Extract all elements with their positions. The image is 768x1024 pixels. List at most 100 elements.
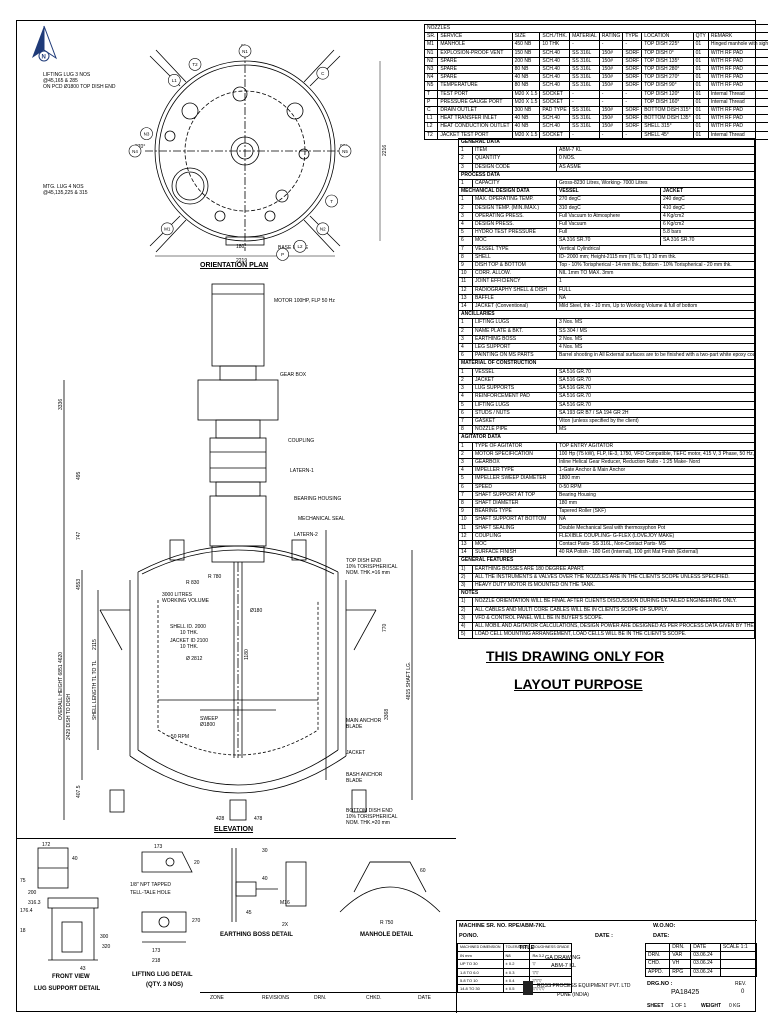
approval-blank (719, 959, 758, 969)
spec-no: 1 (458, 146, 473, 156)
svg-text:N: N (42, 55, 46, 61)
spec-value: 0-50 RPM (555, 482, 756, 492)
spec-section-title: AGITATOR DATA (457, 433, 756, 443)
spec-item: NAME PLATE & BKT. (472, 326, 557, 336)
approval-cell: RPG (669, 967, 692, 977)
spec-value: Mild Steel, thk - 10 mm, Up to Working V… (555, 302, 756, 312)
nozzle-cell: 150 NB (511, 48, 541, 58)
nozzle-cell: - (622, 97, 643, 108)
tolerance-cell: N8 (502, 951, 531, 961)
nozzle-cell: PAD TYPE (539, 106, 571, 116)
elevation-drawing: MOTOR 100HP, FLP 50 Hz GEAR BOX COUPLING… (58, 283, 413, 826)
spec-no: 1) (458, 564, 473, 574)
layout-notice-line2: LAYOUT PURPOSE (514, 676, 643, 692)
spec-no: 2 (458, 326, 473, 336)
spec-row: 2)ALL THE INSTRUMENTS & VALVES OVER THE … (458, 572, 756, 582)
nozzle-tag: N1 (242, 49, 248, 54)
spec-no: 1 (458, 367, 473, 377)
nozzle-cell: 150# (598, 65, 624, 75)
spec-item: VESSEL TYPE (472, 244, 557, 254)
spec-value-jacket: 410 degC (659, 203, 756, 213)
spec-item: QUANTITY (472, 154, 557, 164)
nozzle-tag: N2 (320, 227, 326, 232)
spec-no: 4 (458, 220, 473, 230)
spec-item: JACKET (472, 375, 557, 386)
nozzle-cell: WITH RF PAD (707, 81, 768, 91)
detail-frame (16, 838, 456, 839)
dim-747: 747 (76, 531, 82, 540)
spec-item: BEARING TYPE (472, 507, 557, 517)
detail-dimension: 300 (100, 934, 109, 940)
nozzle-cell: SORF (622, 73, 643, 83)
approval-head-cell: SCALE 1:1 (719, 942, 758, 953)
spec-no: 6 (458, 236, 473, 246)
nozzle-cell: TOP DISH 90° (641, 81, 694, 91)
spec-note: ALL THE INSTRUMENTS & VALVES OVER THE NO… (471, 572, 756, 582)
nozzle-cell: WITH RF PAD (707, 48, 768, 58)
shell-thk-label: 10 THK. (180, 630, 198, 636)
bash-anchor-label: BASH ANCHOR (346, 772, 383, 778)
nozzle-cell: SS 316L (569, 114, 600, 124)
shell-id-label: SHELL ID. 2000 (170, 624, 206, 630)
company-logo-icon (523, 981, 533, 995)
nozzle-cell: 150# (598, 56, 624, 67)
spec-section-title: ANCILLARIES (457, 310, 756, 320)
nozzle-cell: - (622, 89, 643, 99)
nozzle-cell: 40 NB (511, 122, 541, 132)
nozzle-cell: 01 (692, 122, 709, 132)
spec-section-title: GENERAL DATA (457, 137, 756, 148)
revision-col-label: DRN. (314, 995, 327, 1001)
main-anchor-blade: BLADE (346, 724, 363, 730)
spec-value: SS 304 / MS (555, 326, 756, 336)
angle-270: 270° (135, 144, 145, 150)
nozzle-tag-circle (338, 144, 352, 158)
spec-no: 6 (458, 408, 473, 418)
spec-item: GEARBOX (472, 457, 557, 468)
spec-note: VFD & CONTROL PANEL WILL BE IN BUYER'S S… (471, 613, 756, 623)
title-label: TITLE (519, 945, 535, 951)
nozzle-cell: SOCKET (539, 89, 571, 99)
nozzle-tag-circle (276, 248, 289, 261)
spec-section-row: GENERAL DATA (457, 137, 756, 148)
spec-value: Tapered Roller (SKF) (555, 507, 756, 517)
spec-no: 4) (458, 621, 473, 632)
spec-value-jacket: 6 Kg/cm2 (659, 220, 756, 230)
detail-dimension: 2X (282, 922, 289, 928)
spec-item: SHAFT SUPPORT AT TOP (472, 490, 557, 500)
nozzle-cell: SS 316L (569, 81, 600, 91)
spec-no: 1 (458, 195, 473, 205)
nozzle-cell: N3 (423, 65, 439, 75)
front-view-caption: FRONT VIEW (52, 974, 90, 980)
top-dish-type: 10% TORISPHERICAL (346, 564, 398, 570)
nozzle-cell: SS 316L (569, 122, 600, 132)
detail-dimension: 200 (28, 890, 37, 896)
nozzle-cell: TOP DISH 225° (641, 40, 694, 50)
dim-3368: 3368 (384, 709, 390, 720)
spec-section-title: NOTES (457, 589, 756, 599)
tolerance-row: 14.8 TO 30± 0.5▽▽▽▽ (457, 984, 573, 994)
spec-value: 310 degC (556, 203, 661, 213)
nozzle-cell: SORF (622, 106, 643, 116)
nozzle-cell: - (598, 97, 624, 108)
earthing-boss-caption: EARTHING BOSS DETAIL (220, 932, 293, 938)
jacket-thk-label: 10 THK. (180, 644, 198, 650)
shell-length: SHELL LENGTH TL TO TL (92, 660, 98, 720)
spec-value: SA 516 GR.70 (555, 400, 756, 410)
nozzle-cell: 80 NB (511, 81, 541, 91)
